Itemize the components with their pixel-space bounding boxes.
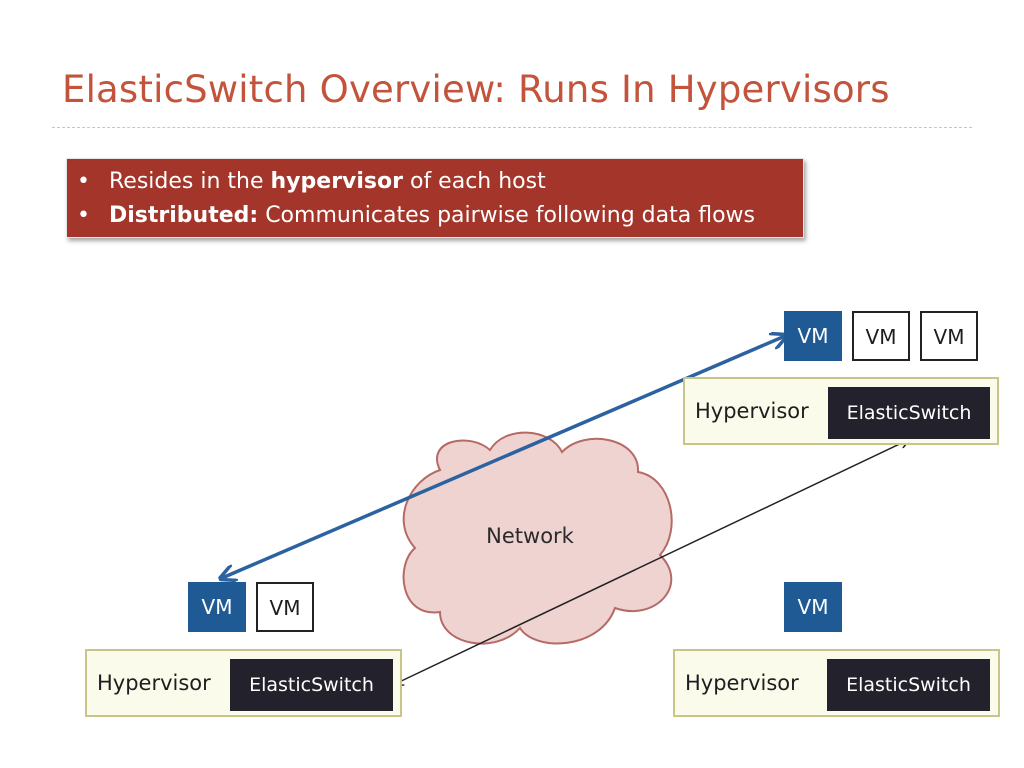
hypervisor-label: Hypervisor (97, 671, 211, 695)
bullet-text: of each host (402, 169, 546, 194)
hypervisor-label: Hypervisor (685, 671, 799, 695)
bullet-text: Communicates pairwise following data flo… (258, 203, 755, 228)
title-divider (52, 127, 972, 128)
vm-bottom-left-2[interactable]: VM (256, 582, 314, 632)
switch-control-arrow (395, 440, 908, 684)
bullet-item: • Resides in the hypervisor of each host (67, 166, 803, 200)
summary-callout: • Resides in the hypervisor of each host… (66, 158, 804, 238)
vm-top-right-2[interactable]: VM (852, 311, 910, 361)
summary-bullets: • Resides in the hypervisor of each host… (67, 159, 803, 234)
vm-top-right-3[interactable]: VM (920, 311, 978, 361)
elasticswitch-box: ElasticSwitch (828, 387, 990, 439)
bullet-marker: • (77, 203, 90, 228)
host-bottom-left: Hypervisor ElasticSwitch (85, 649, 402, 717)
elasticswitch-box: ElasticSwitch (827, 659, 990, 711)
bullet-marker: • (77, 169, 90, 194)
host-bottom-right: Hypervisor ElasticSwitch (673, 649, 1000, 717)
vm-bottom-left-1[interactable]: VM (188, 582, 246, 632)
slide-title: ElasticSwitch Overview: Runs In Hypervis… (62, 68, 890, 111)
bullet-item: • Distributed: Communicates pairwise fol… (67, 200, 803, 234)
hypervisor-label: Hypervisor (695, 399, 809, 423)
vm-top-right-1[interactable]: VM (784, 311, 842, 361)
network-label: Network (486, 524, 574, 548)
vm-bottom-right-1[interactable]: VM (784, 582, 842, 632)
host-top-right: Hypervisor ElasticSwitch (683, 377, 999, 445)
bullet-emphasis: hypervisor (270, 169, 403, 194)
elasticswitch-box: ElasticSwitch (230, 659, 393, 711)
bullet-text: Resides in the (109, 169, 271, 194)
bullet-emphasis: Distributed: (109, 203, 259, 228)
